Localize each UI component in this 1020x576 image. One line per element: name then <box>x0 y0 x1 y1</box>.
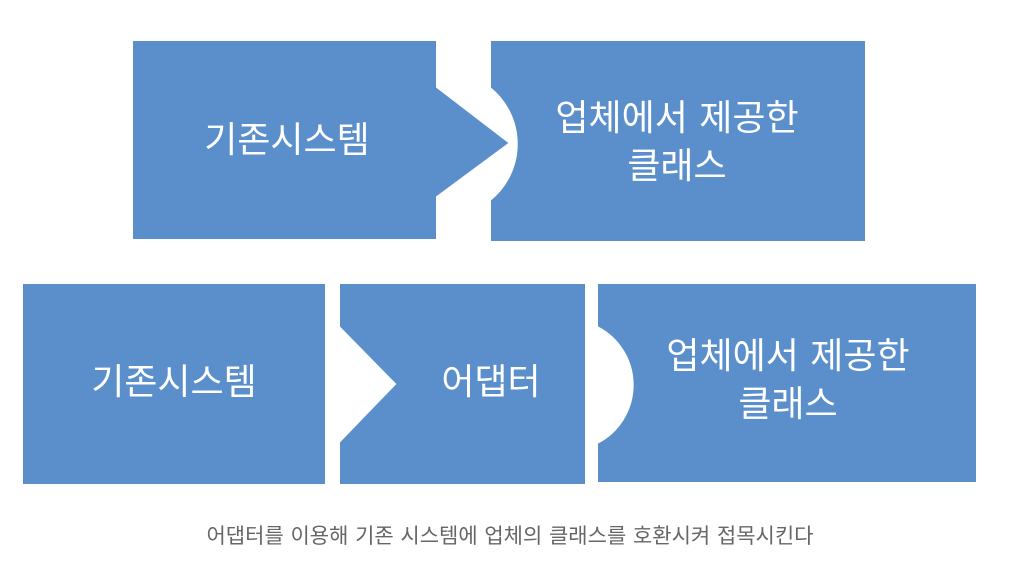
bottom-vendor-class-block <box>596 282 978 484</box>
top-existing-system-block <box>131 39 512 241</box>
adapter-diagram: 기존시스템 업체에서 제공한 클래스 기존시스템 어댑터 업체에서 제공한 클래… <box>21 39 978 486</box>
diagram-caption: 어댑터를 이용해 기존 시스템에 업체의 클래스를 호환시켜 접목시킨다 <box>206 524 814 548</box>
top-vendor-class-label-line1: 업체에서 제공한 <box>555 98 798 139</box>
bottom-adapter-block <box>338 282 587 486</box>
bottom-row: 기존시스템 어댑터 업체에서 제공한 클래스 <box>21 282 978 486</box>
top-vendor-class-block <box>489 39 867 243</box>
bottom-existing-system-label: 기존시스템 <box>91 362 257 403</box>
bottom-existing-system-block <box>21 282 327 486</box>
top-existing-system-label: 기존시스템 <box>204 120 370 161</box>
bottom-vendor-class-label-line2: 클래스 <box>738 384 837 425</box>
top-vendor-class-label-line2: 클래스 <box>627 146 726 187</box>
bottom-adapter-label: 어댑터 <box>441 362 540 403</box>
top-row: 기존시스템 업체에서 제공한 클래스 <box>131 39 867 243</box>
bottom-vendor-class-label-line1: 업체에서 제공한 <box>666 336 909 377</box>
